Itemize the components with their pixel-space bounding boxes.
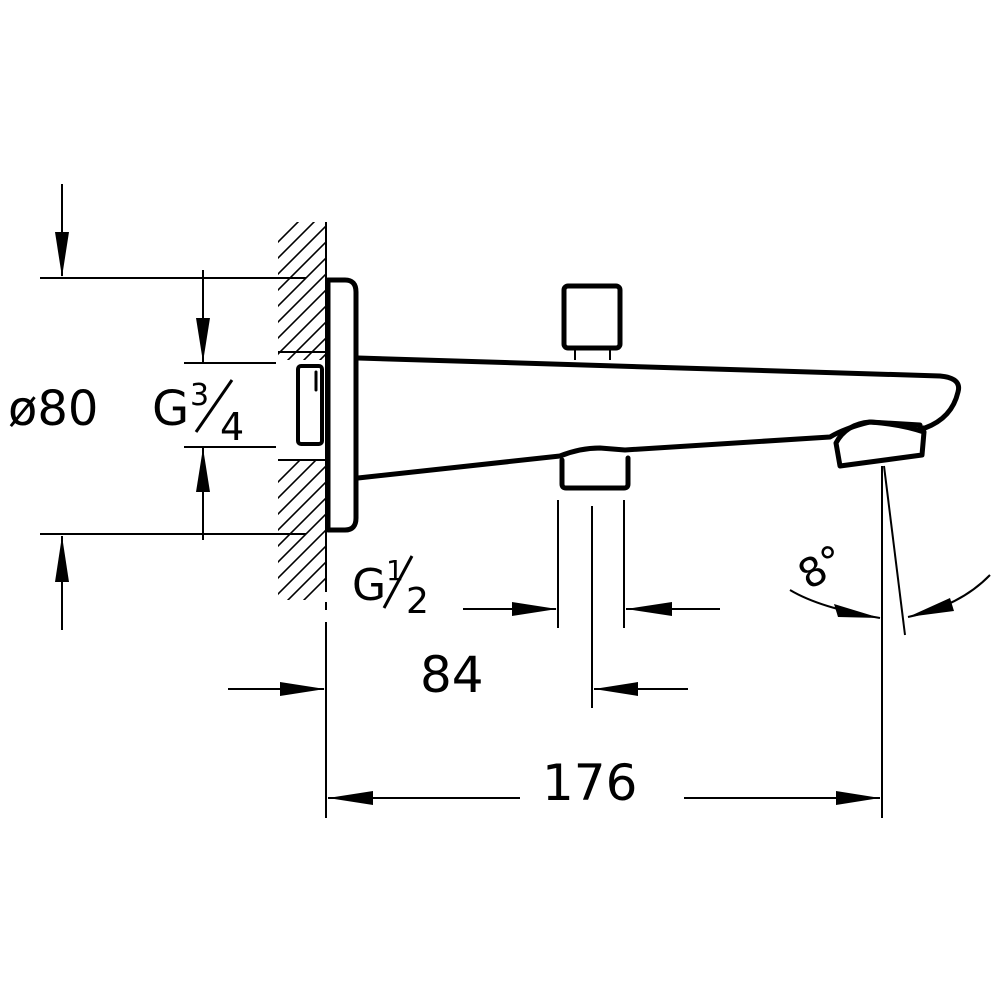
svg-text:3: 3 <box>190 378 209 413</box>
inlet-thread-dimension <box>184 270 276 540</box>
inlet-thread <box>296 364 324 446</box>
diverter-offset-label: 84 <box>420 646 484 704</box>
escutcheon-plate <box>325 277 359 533</box>
diverter-offset-dimension <box>228 682 688 696</box>
diverter-thread-dimension <box>463 602 720 616</box>
angle-label: 8° <box>791 536 853 599</box>
svg-text:G: G <box>152 381 189 437</box>
svg-text:G: G <box>352 560 386 611</box>
diverter-outlet-thread <box>559 455 631 491</box>
svg-text:4: 4 <box>220 405 244 449</box>
spout-body <box>355 355 962 431</box>
inlet-thread-label: G 3 4 <box>152 378 244 449</box>
projection-dimension <box>328 791 880 805</box>
svg-text:1: 1 <box>386 554 404 587</box>
diameter-label: ø80 <box>8 381 98 437</box>
wall-hatch <box>278 222 327 610</box>
angle-dimension <box>789 574 991 619</box>
diameter-dimension <box>40 184 306 630</box>
svg-text:2: 2 <box>406 581 429 622</box>
aerator <box>833 419 927 469</box>
diverter-thread-label: G 1 2 <box>352 554 429 622</box>
projection-label: 176 <box>542 754 637 812</box>
diverter-knob <box>561 283 623 360</box>
